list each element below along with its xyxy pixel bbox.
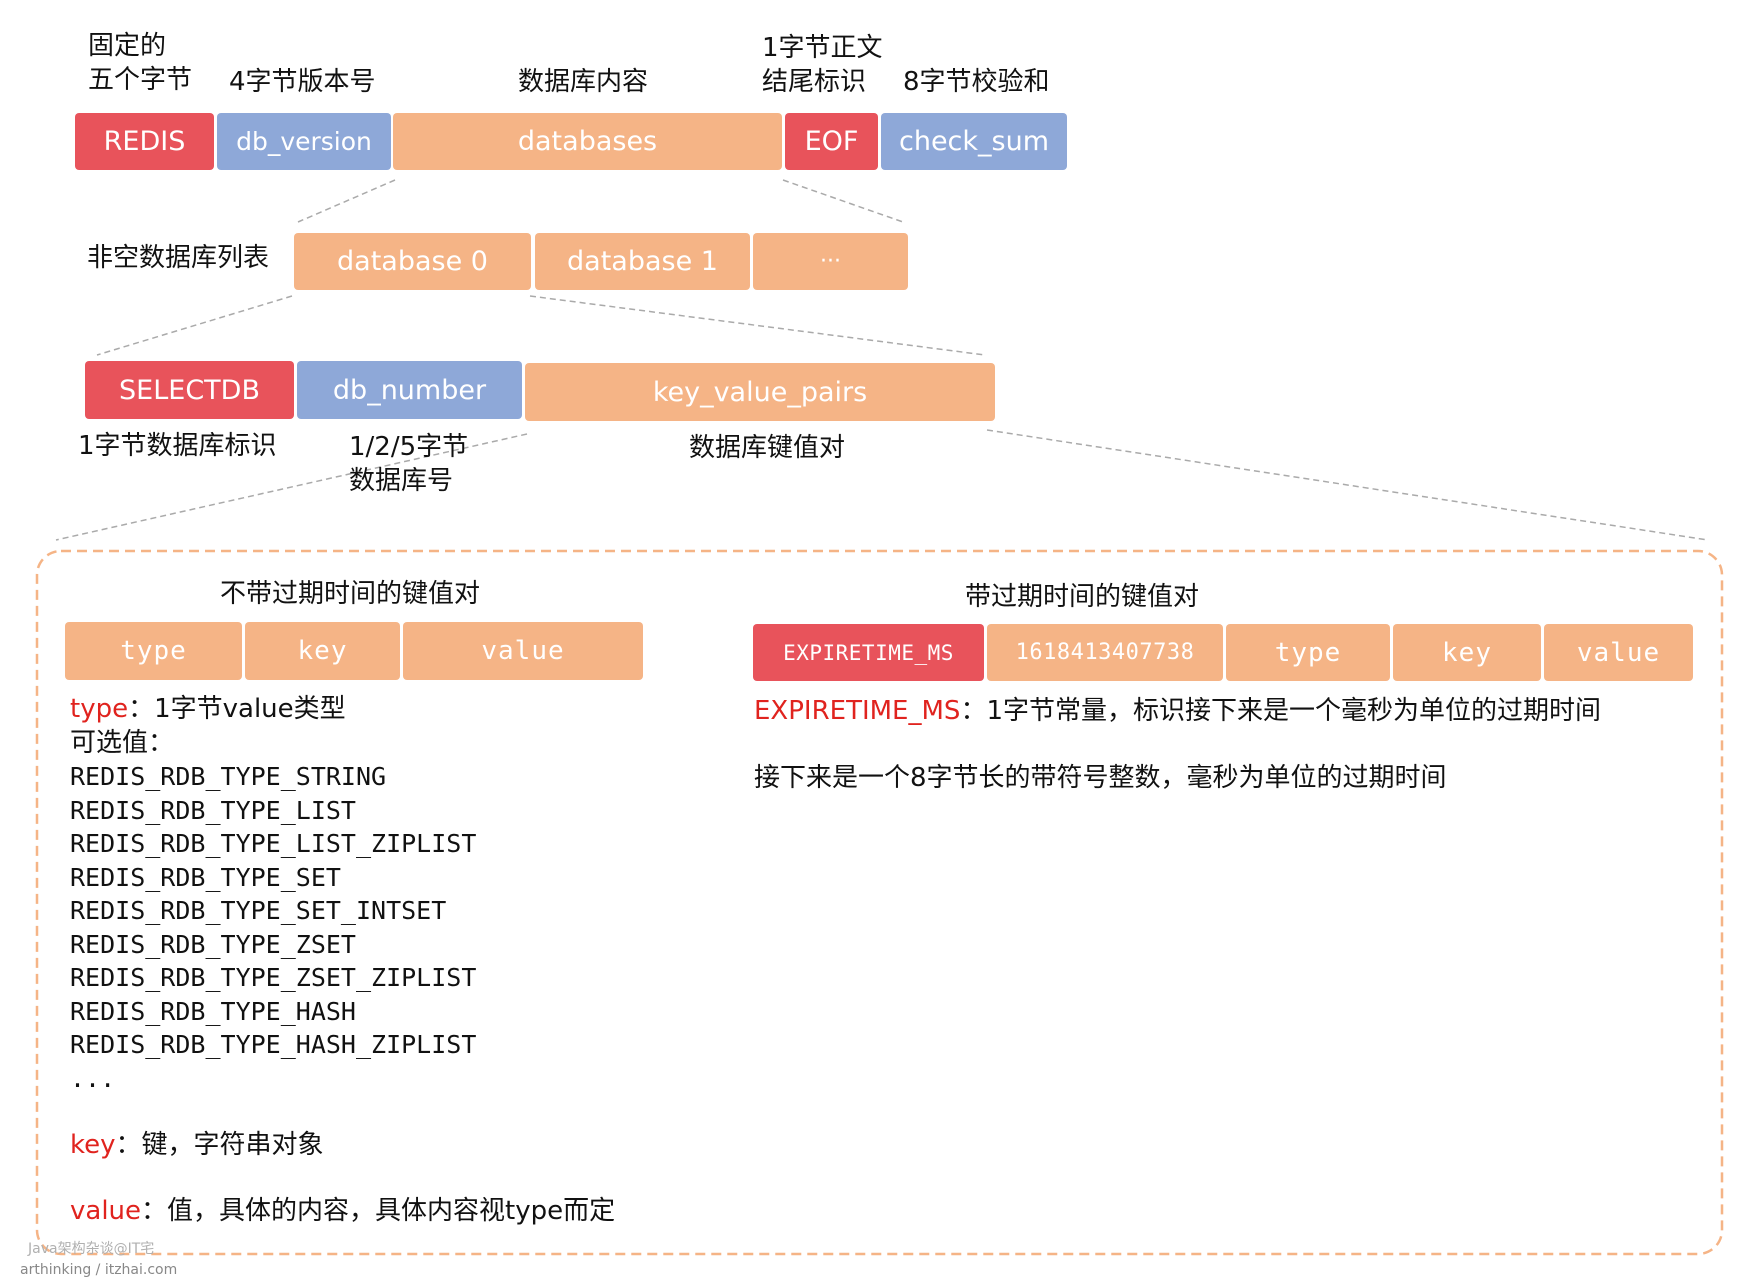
type-option: REDIS_RDB_TYPE_LIST_ZIPLIST xyxy=(70,829,477,858)
box-eof: EOF xyxy=(785,113,878,170)
key-term: key xyxy=(70,1130,116,1160)
title-kv-no-expire: 不带过期时间的键值对 xyxy=(220,579,481,609)
watermark-line1: Java架构杂谈@IT宅 xyxy=(28,1241,155,1257)
type-option: REDIS_RDB_TYPE_LIST xyxy=(70,795,356,825)
box-left-key: key xyxy=(245,622,400,680)
box-db-number: db_number xyxy=(297,361,522,419)
type-options-list: REDIS_RDB_TYPE_STRING REDIS_RDB_TYPE_LIS… xyxy=(70,760,476,1095)
type-option: REDIS_RDB_TYPE_SET xyxy=(70,862,341,892)
expiretime-desc: ：1字节常量，标识接下来是一个毫秒为单位的过期时间 xyxy=(960,696,1601,726)
label-version: 4字节版本号 xyxy=(229,67,376,97)
label-db-list: 非空数据库列表 xyxy=(87,243,270,273)
box-right-value: value xyxy=(1544,624,1693,681)
value-description: value：值，具体的内容，具体内容视type而定 xyxy=(70,1194,615,1228)
connector-kv-right xyxy=(986,429,1709,541)
label-checksum: 8字节校验和 xyxy=(903,67,1050,97)
type-option: REDIS_RDB_TYPE_ZSET xyxy=(70,929,356,959)
type-option: REDIS_RDB_TYPE_SET_INTSET xyxy=(70,896,447,925)
type-term: type xyxy=(70,694,129,724)
box-right-key: key xyxy=(1393,624,1541,681)
box-database-1: database 1 xyxy=(535,233,750,290)
label-eof-line2: 结尾标识 xyxy=(762,67,867,97)
type-desc: ：1字节value类型 xyxy=(128,694,346,724)
box-database-more: ··· xyxy=(753,233,908,290)
type-option: REDIS_RDB_TYPE_HASH xyxy=(70,996,356,1026)
box-expire-timestamp: 1618413407738 xyxy=(987,624,1223,681)
type-description: type：1字节value类型 xyxy=(70,692,346,726)
key-desc: ：键，字符串对象 xyxy=(115,1130,324,1160)
value-term: value xyxy=(70,1196,142,1226)
box-db-version: db_version xyxy=(217,113,391,170)
connector-databases-left xyxy=(297,179,396,223)
connector-databases-right xyxy=(782,179,904,223)
box-redis: REDIS xyxy=(75,113,214,170)
expiretime-term: EXPIRETIME_MS xyxy=(754,696,961,726)
type-option: REDIS_RDB_TYPE_HASH_ZIPLIST xyxy=(70,1030,477,1059)
box-key-value-pairs: key_value_pairs xyxy=(525,363,995,421)
label-magic-line2: 五个字节 xyxy=(88,65,193,95)
connector-db0-left xyxy=(96,295,293,356)
kv-panel-border xyxy=(35,549,1724,1256)
box-selectdb: SELECTDB xyxy=(85,361,294,419)
box-right-type: type xyxy=(1226,624,1390,681)
label-databases: 数据库内容 xyxy=(518,67,649,97)
value-desc: ：值，具体的内容，具体内容视type而定 xyxy=(141,1196,616,1226)
key-description: key：键，字符串对象 xyxy=(70,1128,324,1162)
box-check-sum: check_sum xyxy=(881,113,1067,170)
label-eof-line1: 1字节正文 xyxy=(762,33,883,63)
connector-kv-left xyxy=(55,433,528,541)
label-db-number-line1: 1/2/5字节 xyxy=(349,432,469,462)
title-kv-with-expire: 带过期时间的键值对 xyxy=(965,582,1200,612)
ms-description: 接下来是一个8字节长的带符号整数，毫秒为单位的过期时间 xyxy=(754,763,1447,793)
type-option: REDIS_RDB_TYPE_STRING xyxy=(70,762,387,791)
type-option-ellipsis: ... xyxy=(70,1063,116,1093)
expiretime-description: EXPIRETIME_MS：1字节常量，标识接下来是一个毫秒为单位的过期时间 xyxy=(754,694,1601,728)
type-option: REDIS_RDB_TYPE_ZSET_ZIPLIST xyxy=(70,963,477,992)
box-left-type: type xyxy=(65,622,242,680)
connector-db0-right xyxy=(529,295,986,356)
label-db-number-line2: 数据库号 xyxy=(349,466,454,496)
box-expiretime-ms: EXPIRETIME_MS xyxy=(753,624,984,681)
label-magic-line1: 固定的 xyxy=(88,31,167,61)
box-left-value: value xyxy=(403,622,643,680)
label-key-value-pairs: 数据库键值对 xyxy=(689,433,846,463)
watermark-line2: arthinking / itzhai.com xyxy=(20,1262,178,1278)
box-database-0: database 0 xyxy=(294,233,531,290)
label-selectdb: 1字节数据库标识 xyxy=(78,431,277,461)
options-label: 可选值： xyxy=(70,728,175,758)
box-databases: databases xyxy=(393,113,782,170)
